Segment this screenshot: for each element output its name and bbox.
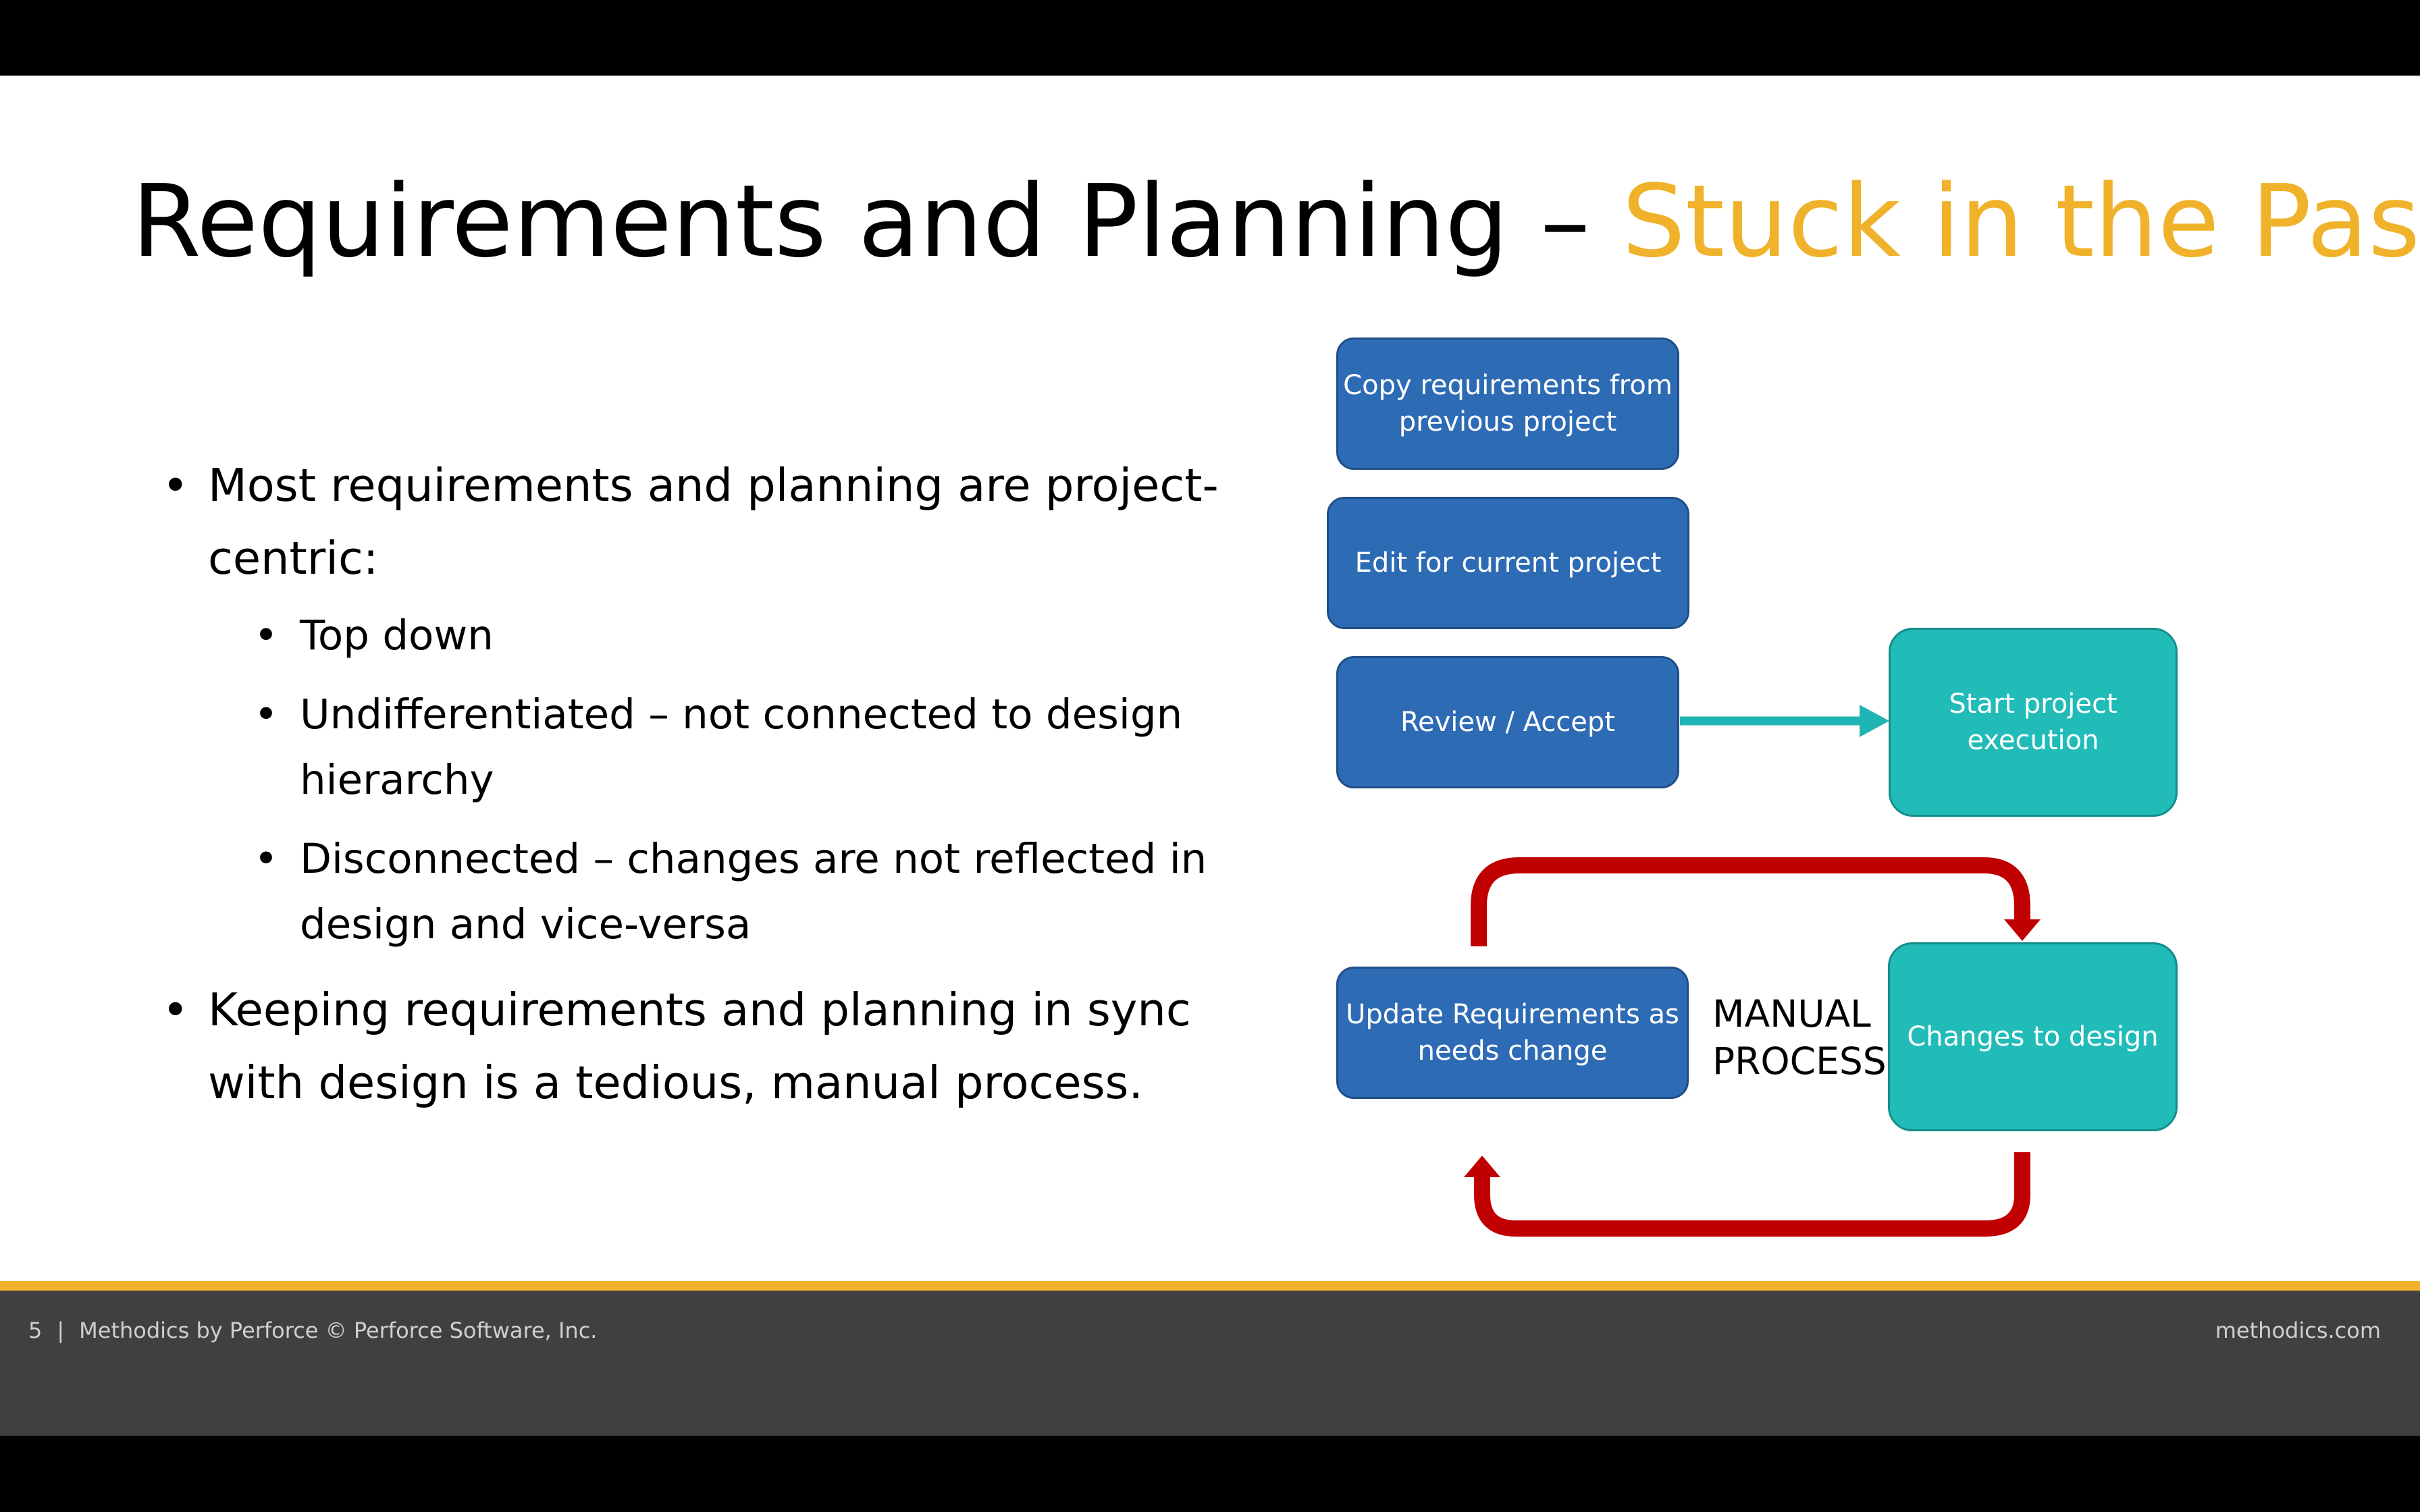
- edit-current-project-box: Edit for current project: [1327, 497, 1689, 629]
- site-url: methodics.com: [2215, 1318, 2381, 1343]
- changes-to-design-box: Changes to design: [1888, 942, 2178, 1131]
- page-number: 5: [28, 1318, 43, 1343]
- teal-arrow: [1680, 705, 1889, 737]
- copyright-text: Methodics by Perforce © Perforce Softwar…: [79, 1318, 598, 1343]
- red-loop-top-arrow: [1471, 857, 2041, 946]
- title-accent: Stuck in the Past?: [1622, 163, 2420, 279]
- review-accept-box: Review / Accept: [1336, 656, 1679, 788]
- footer-left: 5 | Methodics by Perforce © Perforce Softw…: [28, 1318, 597, 1343]
- slide-title: Requirements and Planning – Stuck in the…: [132, 162, 2420, 282]
- footer-separator: |: [57, 1318, 65, 1343]
- manual-process-label: MANUAL PROCESS: [1712, 992, 1887, 1083]
- slide: Requirements and Planning – Stuck in the…: [0, 76, 2420, 1357]
- footer: 5 | Methodics by Perforce © Perforce Softw…: [0, 1291, 2420, 1436]
- copy-requirements-box: Copy requirements from previous project: [1336, 338, 1679, 470]
- bullet-item: Most requirements and planning are proje…: [162, 449, 1269, 595]
- start-execution-box: Start project execution: [1889, 628, 2178, 817]
- footer-accent-bar: [0, 1281, 2420, 1291]
- sub-bullet-item: Disconnected – changes are not reflected…: [254, 826, 1269, 957]
- bullet-list: Most requirements and planning are proje…: [162, 449, 1269, 1119]
- update-requirements-box: Update Requirements as needs change: [1336, 967, 1689, 1099]
- sub-bullet-item: Top down: [254, 603, 1269, 668]
- title-main: Requirements and Planning –: [132, 163, 1623, 279]
- red-loop-bottom-arrow: [1464, 1152, 2030, 1237]
- sub-bullet-item: Undifferentiated – not connected to desi…: [254, 682, 1269, 813]
- bullet-item: Keeping requirements and planning in syn…: [162, 973, 1269, 1119]
